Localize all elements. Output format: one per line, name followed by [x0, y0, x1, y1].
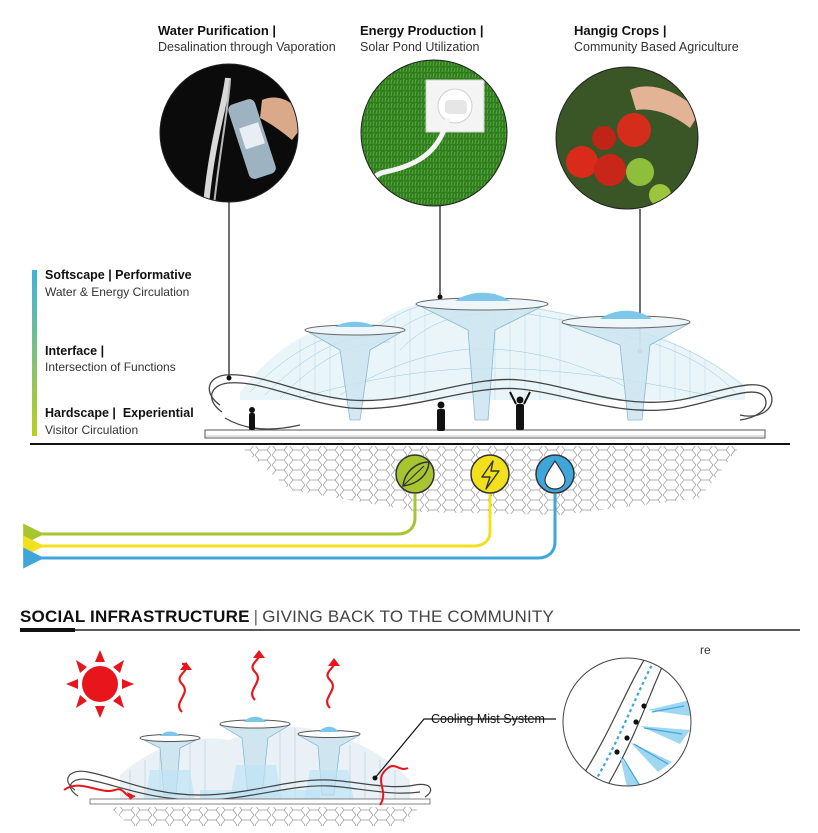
- heat-wave-arrows: [178, 653, 336, 713]
- circulation-arrows: [23, 494, 557, 569]
- power-outlet-photo: [360, 59, 508, 207]
- callout-leader-line: [374, 718, 556, 779]
- leaf-icon: [395, 454, 435, 494]
- feature-title-energy: Energy Production |: [360, 23, 484, 38]
- layer-title-interface: Interface |: [45, 344, 105, 358]
- lightning-icon: [470, 454, 510, 494]
- heat-arrow-heads: [180, 650, 340, 670]
- detail-magnifier: [562, 657, 692, 787]
- canopy-structure: [240, 292, 745, 421]
- water-drop-icon: [535, 454, 575, 494]
- feature-title-water: Water Purification |: [158, 23, 277, 38]
- sun-icon: [66, 650, 134, 718]
- wavy-ribbon: [208, 374, 773, 430]
- layer-title-hardscape: Hardscape | Experiential: [45, 406, 194, 420]
- layer-title-softscape: Softscape | Performative: [45, 268, 192, 282]
- section-title-separator: |: [253, 607, 259, 626]
- layer-subtitle-interface: Intersection of Functions: [45, 360, 176, 374]
- callout-dot: [372, 775, 378, 781]
- small-pavilion: [63, 716, 432, 826]
- leader-dot-water: [226, 375, 232, 381]
- water-bottle-photo: [159, 63, 299, 203]
- layer-subtitle-hardscape: Visitor Circulation: [45, 423, 139, 437]
- section-title-light: GIVING BACK TO THE COMMUNITY: [262, 607, 555, 626]
- section-divider-accent: [20, 628, 75, 632]
- cooling-mist-label: Cooling Mist System: [431, 712, 545, 726]
- feature-subtitle-water: Desalination through Vaporation: [158, 40, 336, 54]
- feature-subtitle-crops: Community Based Agriculture: [574, 40, 739, 54]
- tomato-photo: [555, 66, 699, 210]
- feature-subtitle-energy: Solar Pond Utilization: [360, 40, 480, 54]
- section-title-strong: SOCIAL INFRASTRUCTURE: [20, 607, 250, 626]
- detail-label: re: [700, 643, 711, 657]
- section-title: SOCIAL INFRASTRUCTURE|GIVING BACK TO THE…: [20, 607, 554, 627]
- feature-title-crops: Hangig Crops |: [574, 23, 667, 38]
- ground-platform: [30, 429, 790, 445]
- visitor-silhouettes: [249, 391, 531, 431]
- layer-gradient-bar: [32, 270, 37, 436]
- leader-dot-energy: [437, 294, 443, 300]
- layer-subtitle-softscape: Water & Energy Circulation: [45, 285, 190, 299]
